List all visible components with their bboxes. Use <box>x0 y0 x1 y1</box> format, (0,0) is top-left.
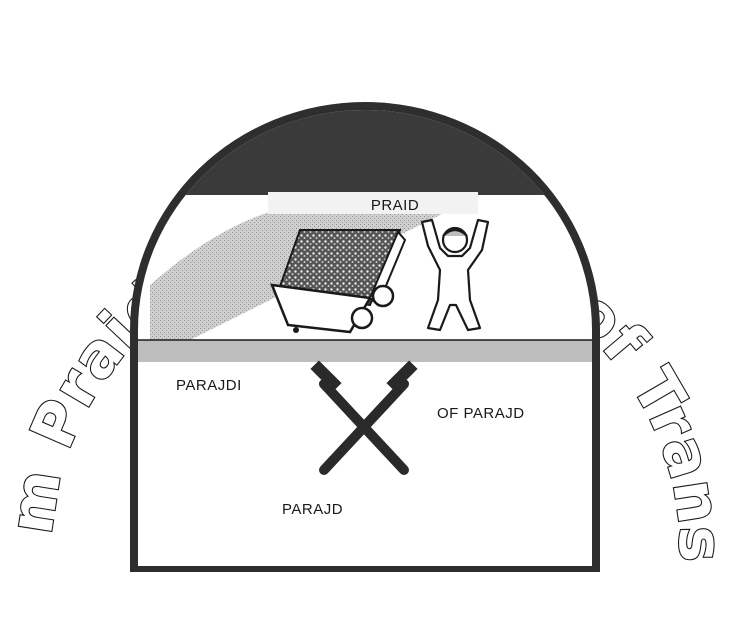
miner-figure-icon <box>420 218 490 332</box>
label-right: OF PARAJD <box>437 405 525 422</box>
label-left: PARAJDI <box>176 377 242 394</box>
arch-gray-band <box>138 340 592 362</box>
mine-cart-icon <box>270 229 407 334</box>
label-bottom: PARAJD <box>282 501 343 518</box>
arch-dark-band <box>138 110 592 195</box>
arch-lower-panel <box>138 362 592 566</box>
praid-banner <box>268 192 478 214</box>
praid-banner-label: PRAID <box>371 197 419 214</box>
crossed-hammers-icon <box>310 360 418 475</box>
